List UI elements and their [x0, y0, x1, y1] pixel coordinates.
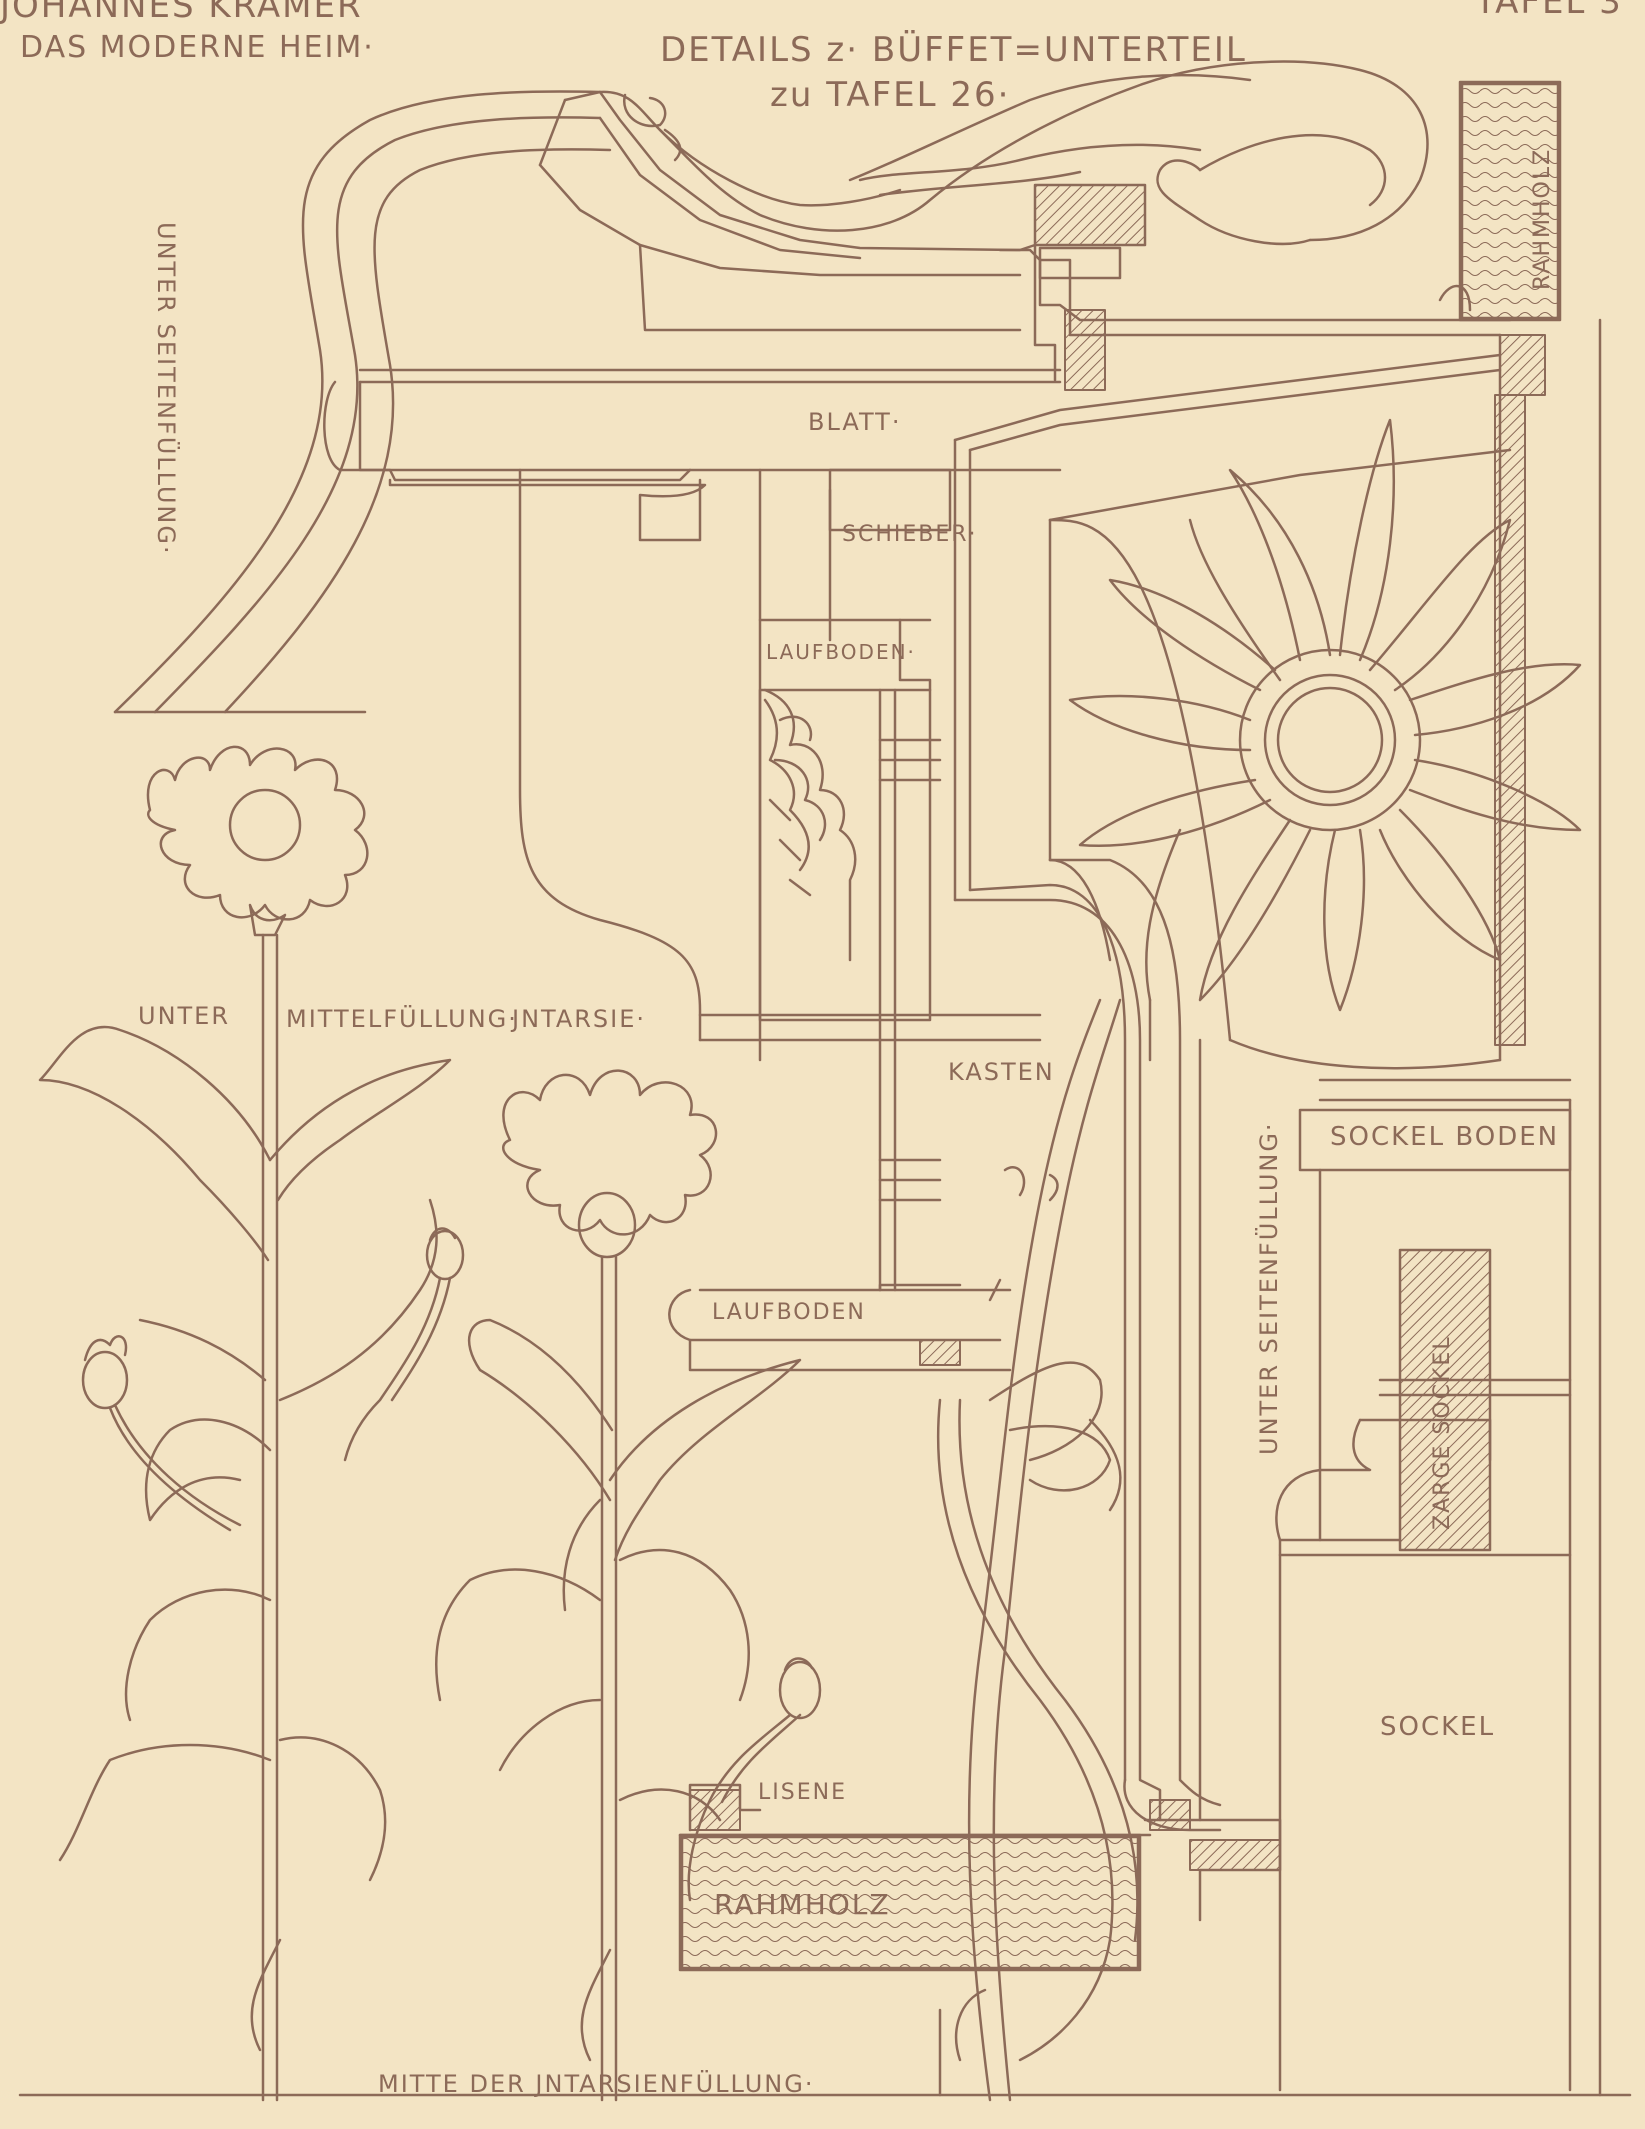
shelf-drawer-section — [518, 468, 1042, 1372]
label-lisene: LISENE — [758, 1780, 847, 1805]
sockel-section — [1275, 1078, 1572, 2092]
label-sockel-boden: SOCKEL BODEN — [1330, 1122, 1560, 1152]
label-unter-seitenfuellung-right: UNTER SEITENFÜLLUNG· — [1255, 1121, 1283, 1455]
label-rahmholz-right: RAHMHOLZ — [1530, 147, 1555, 290]
rahmholz-section — [678, 1783, 1152, 1972]
label-rahmholz-bottom: RAHMHOLZ — [714, 1888, 891, 1921]
label-mittelfuellung: MITTELFÜLLUNG· — [286, 1005, 518, 1033]
label-zarge-sockel: ZARGE SOCKEL — [1430, 1335, 1455, 1530]
sunflower-frame — [953, 353, 1512, 1922]
label-schieber: SCHIEBER· — [842, 522, 978, 547]
label-laufboden-bottom: LAUFBODEN — [712, 1300, 866, 1325]
cornflower-center — [435, 1069, 802, 2102]
cornflower-left — [38, 745, 452, 2102]
crown-sections — [998, 80, 1562, 1062]
plate-title: DETAILS z· BÜFFET=UNTERTEIL — [660, 30, 1247, 70]
author-name: JOHANNES KRAMER — [0, 0, 363, 26]
cornflower-bud-upper — [343, 1227, 465, 1462]
label-kasten: KASTEN — [948, 1058, 1055, 1086]
plate-number: TAFEL 3 — [1475, 0, 1623, 22]
cornflower-bud-lower — [687, 1657, 822, 1902]
side-panel-curve — [113, 90, 612, 714]
label-laufboden-top: LAUFBODEN· — [766, 640, 916, 664]
label-sockel: SOCKEL — [1380, 1712, 1496, 1742]
label-mitte: MITTE DER JNTARSIENFÜLLUNG· — [378, 2070, 815, 2098]
twisting-vine — [936, 998, 1139, 2102]
cornflower-bud-left — [81, 1335, 242, 1532]
sunflower-blossom — [1068, 418, 1582, 1062]
plate-subtitle: zu TAFEL 26· — [770, 75, 1011, 115]
label-unter-seitenfuellung-left: UNTER SEITENFÜLLUNG· — [152, 222, 180, 556]
baseline — [18, 318, 1632, 2097]
acanthus-leaf-panel — [763, 688, 857, 962]
label-unter: UNTER — [138, 1002, 231, 1030]
label-intarsie: JNTARSIE· — [512, 1005, 647, 1033]
acanthus-scroll — [598, 60, 1429, 246]
crown-moulding — [323, 90, 1062, 542]
book-title: DAS MODERNE HEIM· — [20, 30, 375, 65]
label-blatt: BLATT· — [808, 408, 902, 436]
